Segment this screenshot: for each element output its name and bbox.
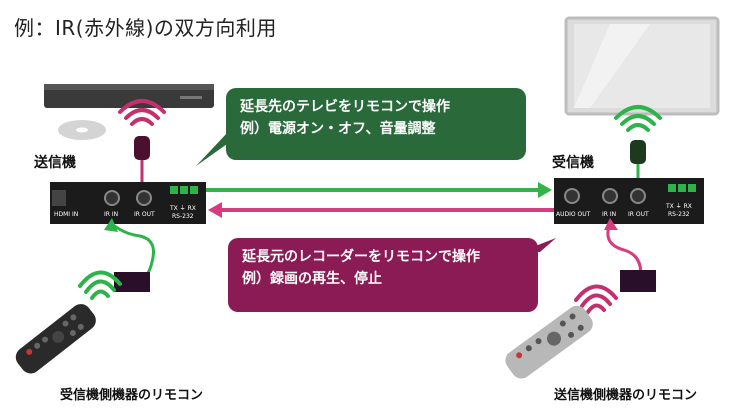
ir-wave-icon-transmitter	[118, 99, 166, 126]
bubble-bottom-line-2: 例）録画の再生、停止	[242, 271, 382, 287]
page-title: 例：IR(赤外線)の双方向利用	[14, 16, 277, 40]
ir-cable-left	[104, 218, 155, 292]
remote-control-right	[505, 305, 593, 379]
transmitter-serial-label: TX ⏚ RX	[169, 205, 196, 212]
ir-cable-right	[604, 218, 656, 292]
ir-wave-icon-receiver	[614, 105, 662, 132]
remote-left-label: 受信機側機器のリモコン	[60, 388, 204, 403]
arrow-transmitter-to-receiver	[206, 182, 552, 198]
bubble-top-line-2: 例）電源オン・オフ、音量調整	[240, 121, 436, 137]
ir-wave-icon-right-remote	[574, 284, 618, 314]
receiver-ir-in-label: IR IN	[602, 211, 616, 218]
ir-wave-icon-left-remote	[78, 270, 122, 300]
bubble-bottom-line-1: 延長元のレコーダーをリモコンで操作	[242, 249, 480, 265]
tv-device	[564, 16, 720, 116]
transmitter-rs232-label: RS-232	[172, 213, 194, 220]
remote-control-left	[15, 304, 96, 374]
transmitter-ir-out-label: IR OUT	[134, 211, 155, 218]
receiver-audio-out-label: AUDIO OUT	[556, 211, 591, 218]
transmitter-hdmi-port-label: HDMI IN	[54, 211, 78, 218]
bubble-bottom: 延長元のレコーダーをリモコンで操作 例）録画の再生、停止	[228, 238, 538, 312]
transmitter-box	[50, 182, 206, 224]
receiver-box	[554, 178, 704, 224]
transmitter-ir-in-label: IR IN	[104, 211, 118, 218]
receiver-serial-label: TX ⏚ RX	[665, 203, 692, 210]
bubble-top: 延長先のテレビをリモコンで操作 例）電源オン・オフ、音量調整	[226, 88, 526, 160]
recorder-device	[44, 84, 214, 108]
transmitter-label: 送信機	[34, 155, 76, 171]
remote-right-label: 送信機側機器のリモコン	[554, 388, 698, 403]
receiver-label: 受信機	[552, 155, 594, 171]
disc-icon	[58, 120, 106, 140]
bubble-top-line-1: 延長先のテレビをリモコンで操作	[240, 99, 450, 115]
receiver-ir-out-label: IR OUT	[628, 211, 649, 218]
arrow-receiver-to-transmitter	[208, 202, 554, 218]
receiver-rs232-label: RS-232	[668, 211, 690, 218]
